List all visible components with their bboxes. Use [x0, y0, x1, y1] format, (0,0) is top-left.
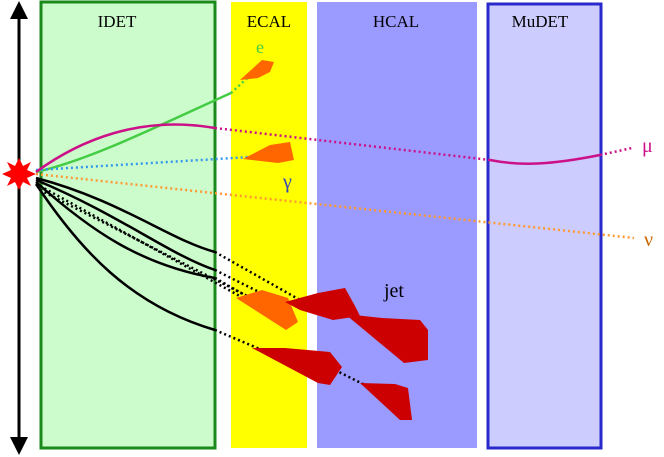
electron-track — [35, 91, 232, 174]
mudet-label: MuDET — [512, 12, 569, 31]
photon-track — [35, 155, 251, 172]
jet-track-dotted — [39, 188, 256, 302]
idet-label: IDET — [98, 12, 137, 31]
muon-label: μ — [642, 135, 653, 157]
jet-track-dotted — [214, 250, 301, 302]
jet-hadronic-deposit — [360, 383, 412, 420]
jet-track-dotted — [214, 328, 263, 352]
muon-track-dotted — [214, 126, 491, 162]
electron-track-dotted — [230, 69, 257, 94]
jet-track — [34, 183, 216, 332]
jet-label: jet — [383, 280, 404, 302]
photon-label: γ — [282, 171, 292, 193]
jet-track — [35, 176, 216, 254]
ecal-layer — [231, 2, 307, 448]
jet-track — [35, 178, 216, 272]
jet-track — [35, 181, 216, 280]
jet-hadronic-deposit — [285, 288, 360, 320]
muon-track-exit — [599, 146, 633, 157]
electron-label: e — [256, 37, 264, 57]
neutrino-label: ν — [644, 229, 653, 251]
jet-hadronic-deposit — [345, 314, 428, 363]
interaction-point-icon — [2, 158, 36, 190]
muon-track-mudet — [489, 153, 601, 165]
mudet-layer — [486, 2, 603, 450]
electron-deposit — [240, 60, 274, 80]
hcal-layer — [317, 2, 477, 448]
ecal-label: ECAL — [247, 12, 291, 31]
hcal-label: HCAL — [373, 12, 419, 31]
photon-deposit — [243, 142, 294, 163]
jet-track-dotted — [334, 368, 366, 387]
muon-track — [35, 123, 216, 174]
jet-ecal-deposit — [236, 290, 298, 330]
jet-hadronic-deposit — [252, 348, 342, 385]
neutrino-track — [35, 172, 635, 240]
